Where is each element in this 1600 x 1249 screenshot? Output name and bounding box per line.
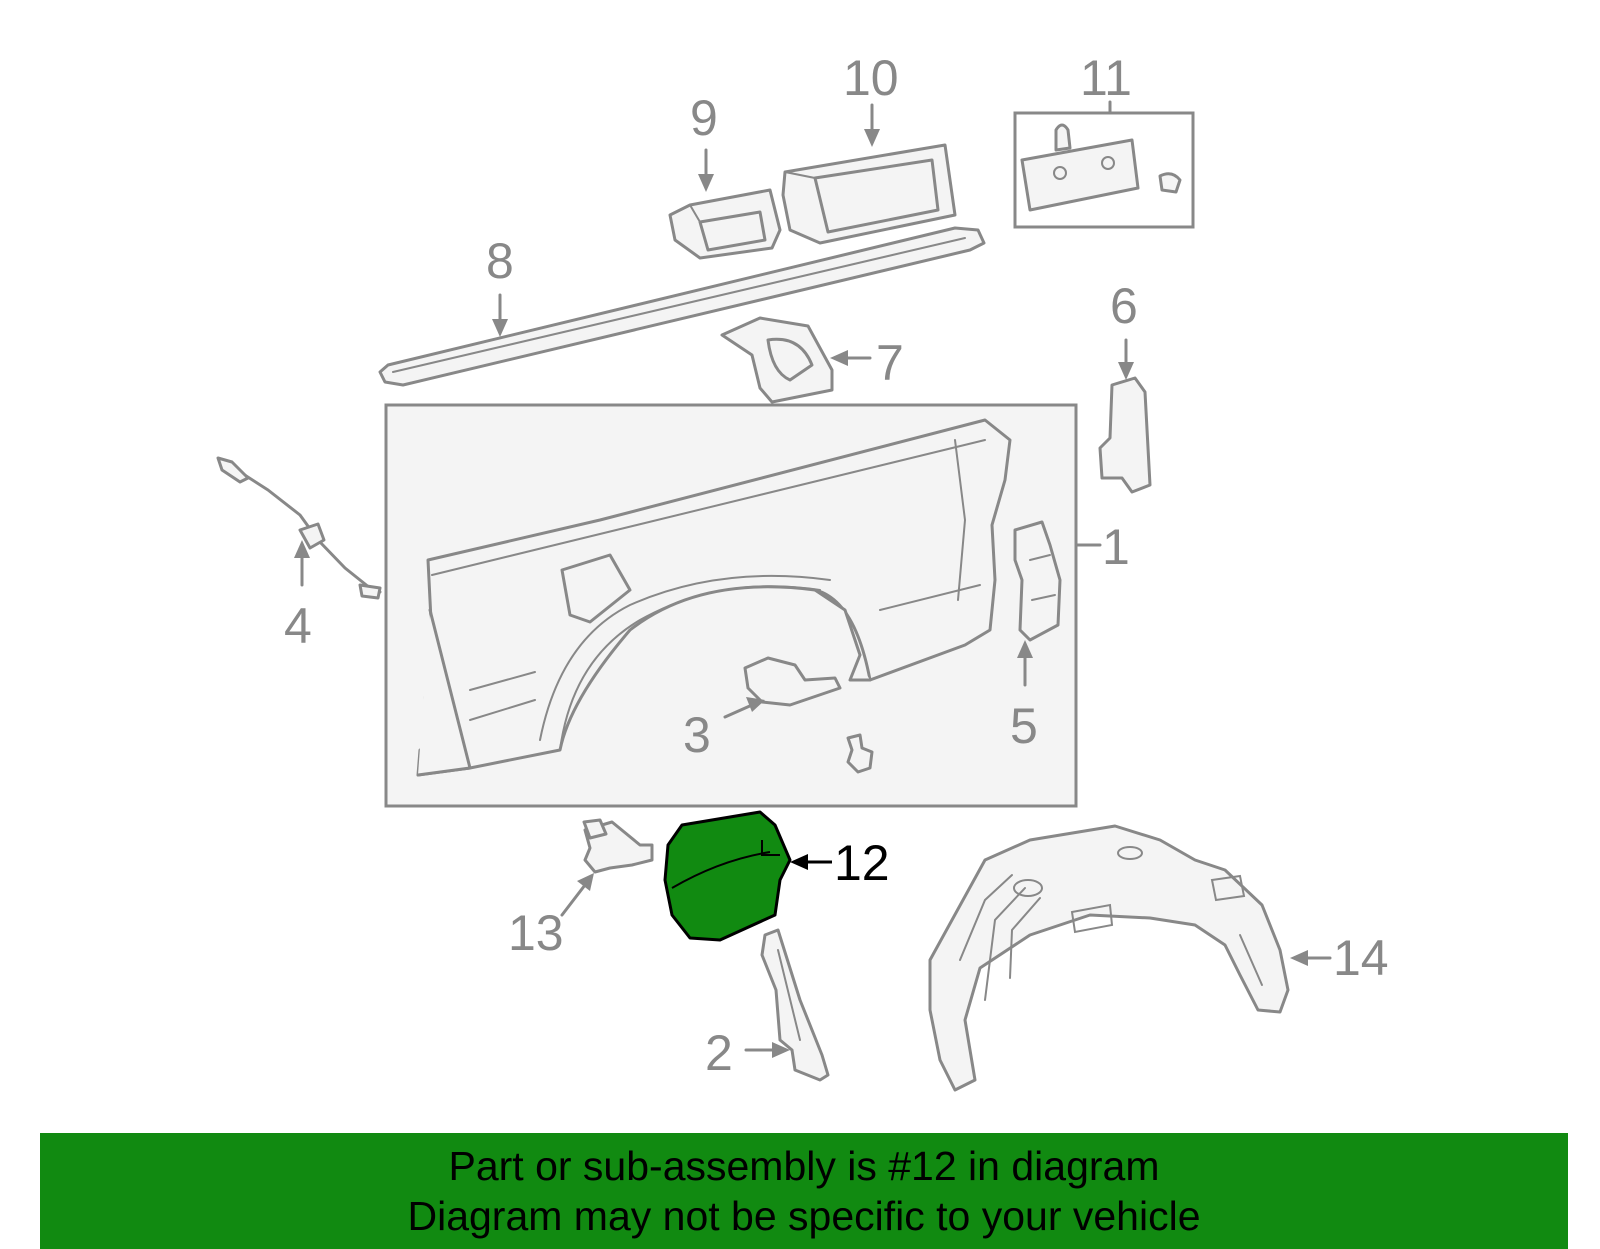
part-5-bracket[interactable] (1013, 520, 1062, 642)
part-12-fuel-door[interactable] (663, 810, 792, 942)
part-9-stake-pocket[interactable] (668, 188, 782, 260)
callout-5: 5 (1010, 698, 1038, 754)
callout-3: 3 (683, 707, 711, 763)
banner-line-part: Part or sub-assembly is #12 in diagram (448, 1143, 1160, 1189)
banner-line-disclaimer: Diagram may not be specific to your vehi… (407, 1193, 1201, 1239)
part-3-bracket[interactable] (743, 656, 842, 707)
part-2-brace[interactable] (760, 928, 830, 1082)
part-10-stake-pocket[interactable] (781, 143, 957, 245)
callout-6: 6 (1110, 278, 1138, 334)
leader-lines (294, 100, 1332, 1058)
callout-1: 1 (1102, 519, 1130, 575)
part-13-hinge[interactable] (582, 818, 654, 874)
part-7-bracket[interactable] (720, 316, 834, 404)
callout-13: 13 (508, 905, 564, 961)
callout-4: 4 (284, 598, 312, 654)
callout-2: 2 (705, 1025, 733, 1081)
part-11-bracket-kit[interactable] (1013, 111, 1195, 229)
callouts: 1 2 3 4 5 6 7 8 9 10 11 12 13 14 (284, 50, 1389, 1081)
clip[interactable] (846, 733, 874, 774)
callout-9: 9 (690, 90, 718, 146)
callout-8: 8 (486, 233, 514, 289)
callout-11: 11 (1080, 50, 1132, 106)
part-6-corner-bracket[interactable] (1098, 376, 1152, 494)
callout-7: 7 (876, 335, 904, 391)
part-4-tube[interactable] (216, 456, 382, 600)
callout-10: 10 (843, 50, 899, 106)
callout-12: 12 (834, 835, 890, 891)
part-14-wheelhouse[interactable] (928, 824, 1290, 1092)
part-1-bed-side[interactable] (416, 418, 1012, 777)
part-8-rail[interactable] (378, 226, 986, 387)
callout-14: 14 (1333, 930, 1389, 986)
info-banner: Part or sub-assembly is #12 in diagram D… (40, 1133, 1568, 1249)
